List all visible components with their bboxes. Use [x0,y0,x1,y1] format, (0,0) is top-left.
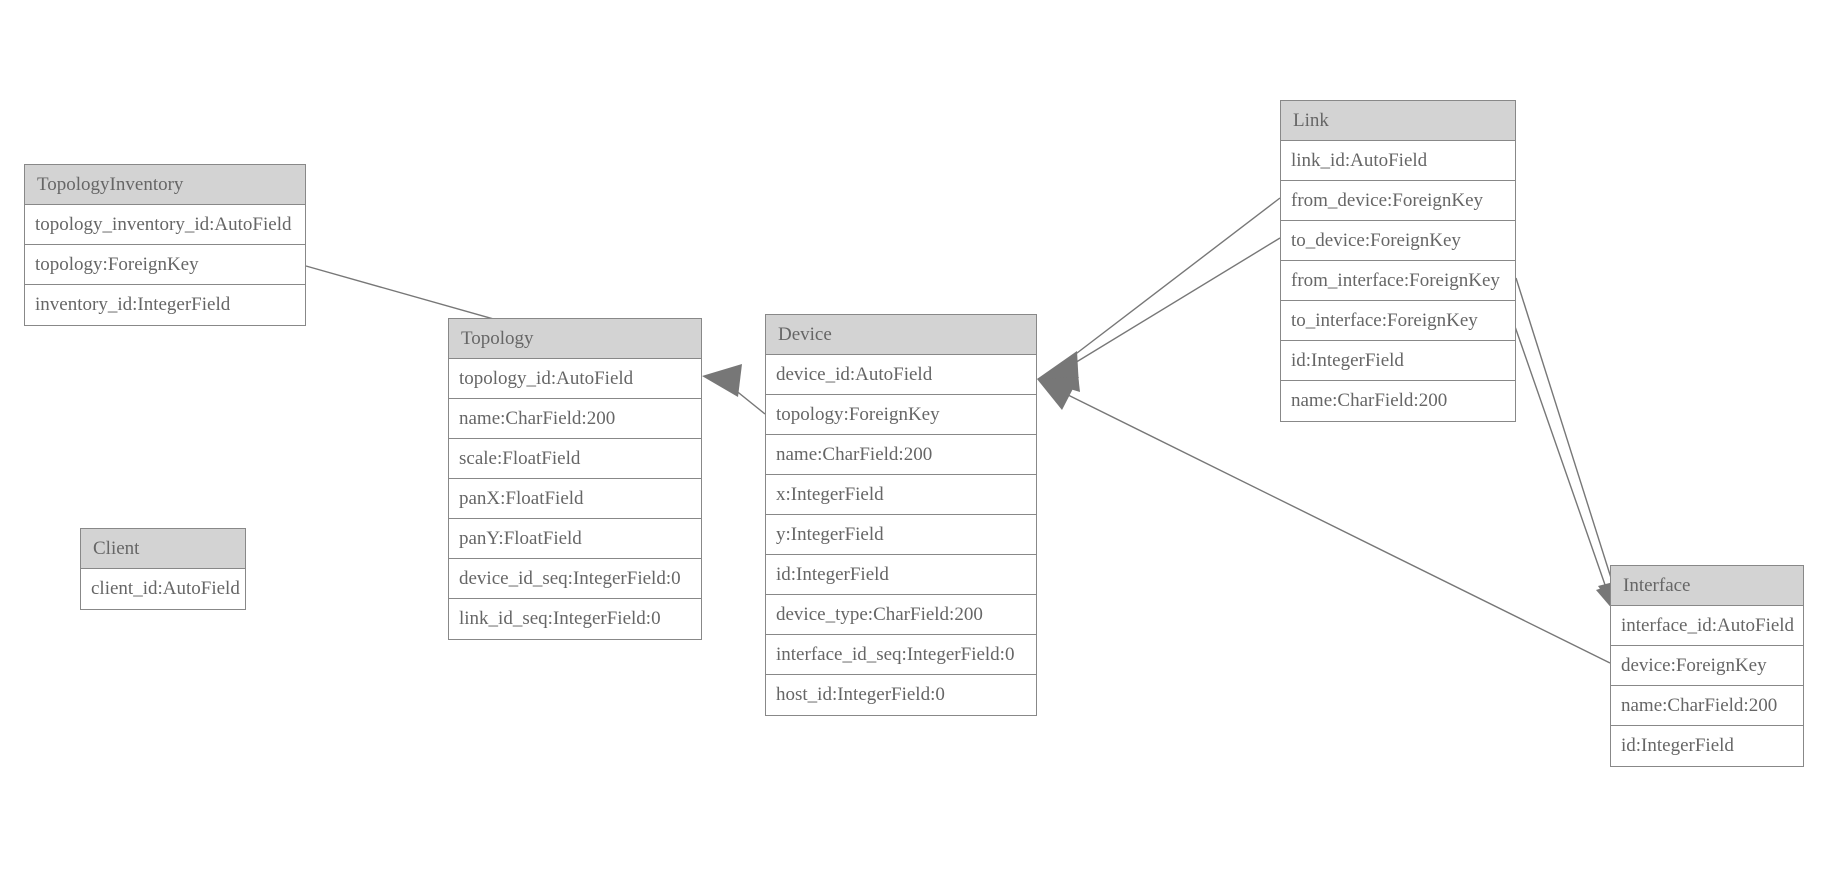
entity-title-device: Device [766,315,1036,355]
field-row[interactable]: name:CharField:200 [449,399,701,439]
entity-fields-client: client_id:AutoField [81,569,245,609]
edge-link-from-device [1037,197,1281,387]
field-row[interactable]: topology:ForeignKey [25,245,305,285]
field-row[interactable]: device:ForeignKey [1611,646,1803,686]
field-row[interactable]: scale:FloatField [449,439,701,479]
edge-link-to-interface [1511,317,1626,625]
entity-title-topology: Topology [449,319,701,359]
entity-title-client: Client [81,529,245,569]
field-row[interactable]: link_id:AutoField [1281,141,1515,181]
field-row[interactable]: device_id:AutoField [766,355,1036,395]
field-row[interactable]: to_interface:ForeignKey [1281,301,1515,341]
field-row[interactable]: to_device:ForeignKey [1281,221,1515,261]
entity-title-topology_inventory: TopologyInventory [25,165,305,205]
field-row[interactable]: host_id:IntegerField:0 [766,675,1036,715]
field-row[interactable]: x:IntegerField [766,475,1036,515]
field-row[interactable]: inventory_id:IntegerField [25,285,305,325]
field-row[interactable]: y:IntegerField [766,515,1036,555]
field-row[interactable]: name:CharField:200 [1281,381,1515,421]
field-row[interactable]: topology_inventory_id:AutoField [25,205,305,245]
field-row[interactable]: link_id_seq:IntegerField:0 [449,599,701,639]
entity-title-interface: Interface [1611,566,1803,606]
field-row[interactable]: topology_id:AutoField [449,359,701,399]
field-row[interactable]: panX:FloatField [449,479,701,519]
edge-device-topology [702,364,766,415]
field-row[interactable]: interface_id:AutoField [1611,606,1803,646]
field-row[interactable]: interface_id_seq:IntegerField:0 [766,635,1036,675]
entity-title-link: Link [1281,101,1515,141]
field-row[interactable]: name:CharField:200 [1611,686,1803,726]
field-row[interactable]: id:IntegerField [1611,726,1803,766]
field-row[interactable]: id:IntegerField [766,555,1036,595]
field-row[interactable]: device_type:CharField:200 [766,595,1036,635]
edge-link-to-device [1037,237,1281,392]
field-row[interactable]: from_interface:ForeignKey [1281,261,1515,301]
field-row[interactable]: name:CharField:200 [766,435,1036,475]
field-row[interactable]: panY:FloatField [449,519,701,559]
field-row[interactable]: device_id_seq:IntegerField:0 [449,559,701,599]
field-row[interactable]: topology:ForeignKey [766,395,1036,435]
field-row[interactable]: from_device:ForeignKey [1281,181,1515,221]
field-row[interactable]: id:IntegerField [1281,341,1515,381]
field-row[interactable]: client_id:AutoField [81,569,245,609]
